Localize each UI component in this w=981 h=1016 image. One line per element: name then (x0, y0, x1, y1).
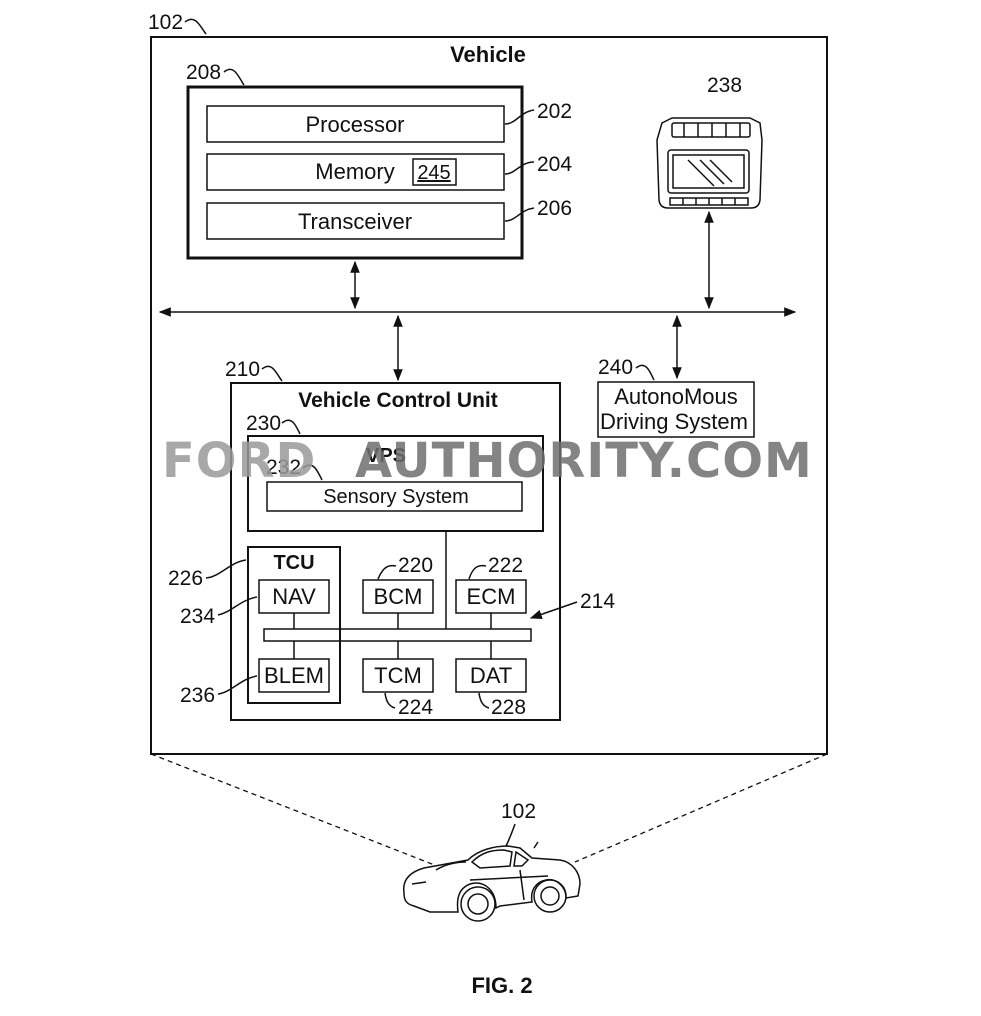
sensory-label: Sensory System (323, 486, 469, 508)
vcu-box (230, 382, 561, 721)
transceiver-box (206, 202, 505, 240)
sensory-ref-leader (302, 464, 323, 481)
computer-ref-leader (223, 68, 245, 86)
internal-bus-ref-leader (529, 601, 578, 619)
vehicle-box (150, 36, 828, 755)
processor-ref: 202 (537, 100, 572, 123)
car-ref: 102 (501, 800, 536, 823)
computer-ref: 208 (186, 61, 221, 84)
tcu-ref: 226 (168, 567, 203, 590)
vps-ref: 230 (246, 412, 281, 435)
processor-ref-leader (504, 109, 535, 125)
ecm-ref: 222 (488, 554, 523, 577)
autonomous-line1: AutonoMous (614, 384, 738, 409)
nav-ref: 234 (180, 605, 215, 628)
projection-left (150, 753, 438, 867)
vcu-ref-leader (261, 365, 283, 382)
car-ref-leader (505, 823, 516, 847)
vps-box (247, 435, 544, 532)
dat-ref-leader (478, 692, 490, 709)
dat-label: DAT (470, 663, 512, 688)
bcm-label: BCM (374, 584, 423, 609)
blem-ref: 236 (180, 684, 215, 707)
autonomous-box (597, 381, 755, 438)
transceiver-label: Transceiver (298, 209, 412, 234)
processor-label: Processor (305, 112, 404, 137)
internal-bus-ref: 214 (580, 590, 615, 613)
computer-box (186, 85, 524, 260)
internal-bus (263, 628, 532, 642)
ecm-label: ECM (467, 584, 516, 609)
bcm-ref: 220 (398, 554, 433, 577)
tcm-ref-leader (384, 692, 396, 709)
infotainment-ref: 238 (707, 74, 742, 97)
memory-ref: 204 (537, 153, 572, 176)
nav-label: NAV (272, 584, 316, 609)
watermark-ford: FORD (162, 433, 316, 489)
tcu-title: TCU (273, 552, 314, 574)
watermark-authority: AUTHORITY.COM (355, 433, 813, 489)
car-illustration (402, 841, 581, 922)
transceiver-ref: 206 (537, 197, 572, 220)
vcu-title: Vehicle Control Unit (298, 389, 498, 412)
blem-ref-leader (217, 675, 258, 695)
transceiver-ref-leader (504, 207, 535, 222)
vcu-ref: 210 (225, 358, 260, 381)
processor-box (206, 105, 505, 143)
nav-ref-leader (217, 596, 258, 616)
tcu-box (247, 546, 341, 704)
memory-ref-leader (504, 161, 535, 175)
vehicle-ref-leader (184, 18, 207, 35)
tcm-ref: 224 (398, 696, 433, 719)
memory-box (206, 153, 505, 191)
blem-label: BLEM (264, 663, 324, 688)
memory-inner-box (412, 158, 457, 186)
sensory-ref: 232 (266, 456, 301, 479)
memory-label: Memory (315, 159, 394, 184)
autonomous-line2: Driving System (600, 409, 748, 434)
bcm-ref-leader (377, 564, 397, 580)
memory-inner-ref: 245 (417, 162, 450, 184)
vehicle-ref: 102 (148, 11, 183, 34)
infotainment-unit (656, 117, 763, 209)
tcu-ref-leader (205, 559, 247, 579)
vps-ref-leader (281, 419, 301, 435)
dat-ref: 228 (491, 696, 526, 719)
autonomous-ref: 240 (598, 356, 633, 379)
projection-right (574, 753, 828, 863)
figure-caption: FIG. 2 (471, 973, 532, 998)
ecm-ref-leader (468, 564, 487, 580)
vps-title: VPS (366, 445, 406, 467)
tcm-label: TCM (374, 663, 422, 688)
autonomous-ref-leader (635, 364, 655, 381)
sensory-box (266, 481, 523, 512)
vehicle-title: Vehicle (450, 42, 526, 67)
